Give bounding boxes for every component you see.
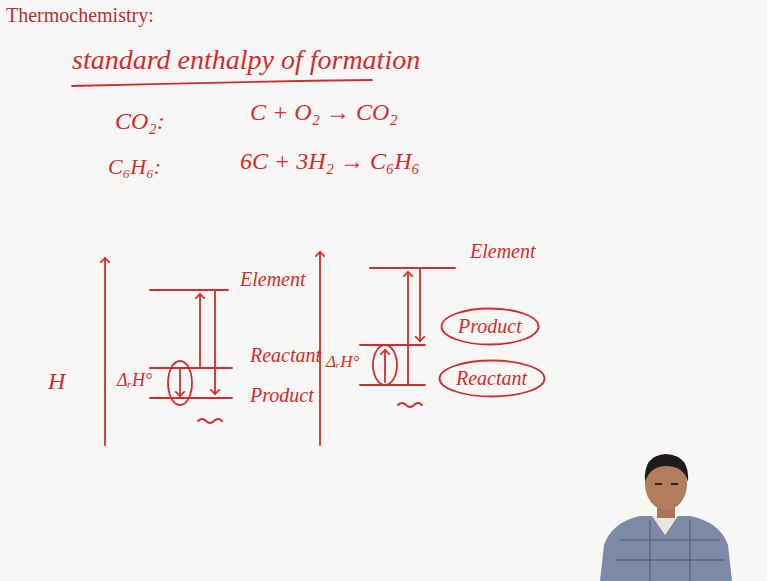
level-label: Element [240, 268, 306, 291]
slide-title: Thermochemistry: [6, 4, 154, 27]
squiggle [198, 419, 222, 423]
level-label: Element [470, 240, 536, 263]
arrow [179, 369, 181, 396]
arrow [199, 294, 201, 368]
level-label: Reactant [250, 344, 321, 367]
energy-level [150, 289, 228, 291]
energy-level [150, 367, 232, 369]
level-label: Product [250, 384, 314, 407]
squiggle [398, 403, 422, 407]
arrow [419, 268, 421, 341]
energy-level [360, 344, 425, 346]
arrow [214, 290, 216, 394]
underline [72, 80, 372, 86]
enthalpy-change: ΔᵣH° [117, 370, 152, 391]
arrow [407, 272, 409, 385]
formula-label: CO₂: [115, 108, 165, 136]
node-text: Reactant [438, 359, 546, 390]
enthalpy-axis [104, 258, 106, 445]
formula-label: C₆H₆: [108, 154, 161, 179]
axis-label: H [48, 368, 65, 396]
circled-term: Product [440, 307, 540, 346]
energy-level [150, 397, 232, 399]
presenter [600, 454, 732, 581]
section-heading: standard enthalpy of formation [72, 44, 420, 76]
energy-level [360, 384, 425, 386]
node-text: Product [440, 307, 540, 338]
arrow [384, 350, 386, 382]
enthalpy-change: ΔᵣH° [326, 352, 359, 372]
circled-term: Reactant [438, 359, 546, 398]
circle-mark [373, 345, 397, 385]
reaction-equation: C + O₂ → CO₂ [250, 99, 398, 127]
reaction-equation: 6C + 3H₂ → C₆H₆ [240, 148, 420, 176]
energy-level [370, 267, 455, 269]
circle-mark [168, 361, 192, 405]
